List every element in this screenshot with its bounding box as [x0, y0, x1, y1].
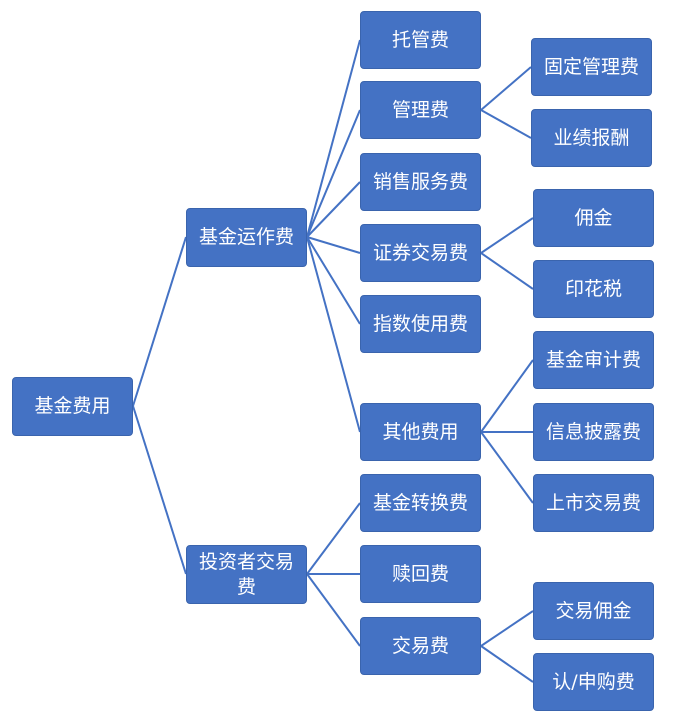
node-redemption-fee: 赎回费: [360, 545, 481, 603]
node-index-usage-fee: 指数使用费: [360, 295, 481, 353]
node-subscription-purchase-fee: 认/申购费: [533, 653, 654, 711]
node-trading-commission: 交易佣金: [533, 582, 654, 640]
node-performance-fee: 业绩报酬: [531, 109, 652, 167]
node-listing-fee: 上市交易费: [533, 474, 654, 532]
node-other-fees: 其他费用: [360, 403, 481, 461]
node-audit-fee: 基金审计费: [533, 331, 654, 389]
node-fixed-management-fee: 固定管理费: [531, 38, 652, 96]
node-investor-transaction-fees: 投资者交易费: [186, 545, 307, 604]
node-management-fee: 管理费: [360, 81, 481, 139]
node-custody-fee: 托管费: [360, 11, 481, 69]
node-disclosure-fee: 信息披露费: [533, 403, 654, 461]
node-transaction-fee: 交易费: [360, 617, 481, 675]
root-node-fund-fees: 基金费用: [12, 377, 133, 436]
node-sales-service-fee: 销售服务费: [360, 153, 481, 211]
node-commission: 佣金: [533, 189, 654, 247]
node-securities-trading-fee: 证券交易费: [360, 224, 481, 282]
node-fund-conversion-fee: 基金转换费: [360, 474, 481, 532]
node-fund-operation-fees: 基金运作费: [186, 208, 307, 267]
node-stamp-tax: 印花税: [533, 260, 654, 318]
